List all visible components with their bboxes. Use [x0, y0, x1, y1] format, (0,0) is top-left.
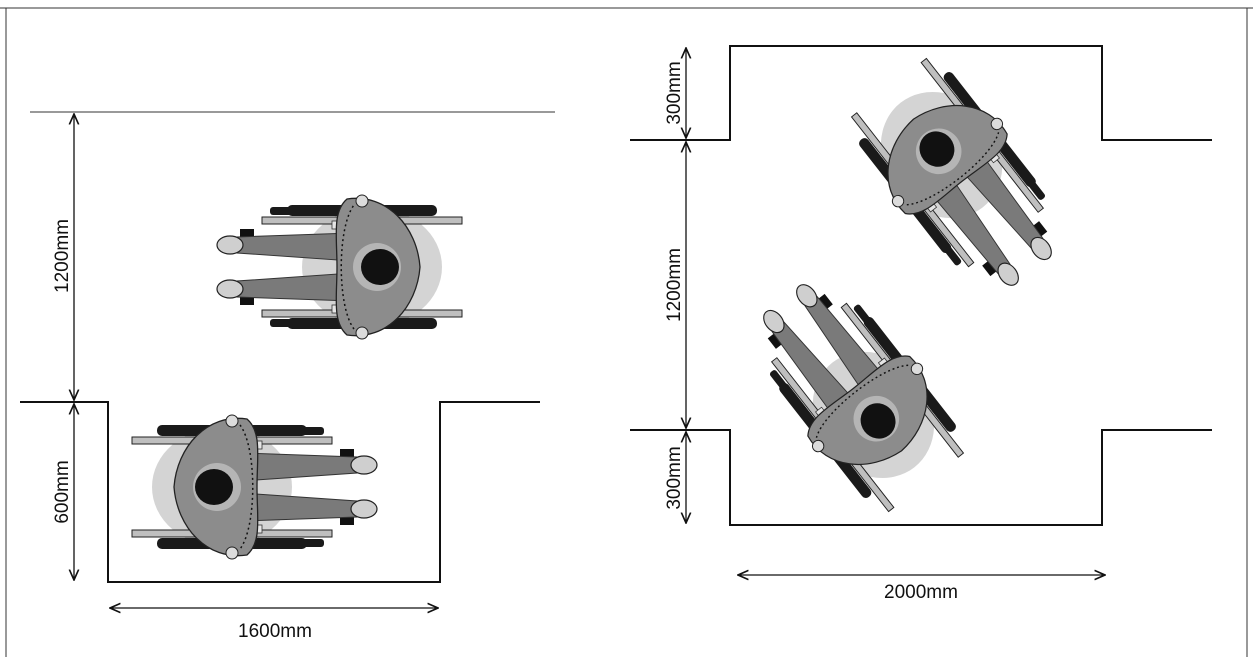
- left-recess-wall: [20, 401, 540, 583]
- right-dim-300-top-label: 300mm: [664, 61, 685, 124]
- left-dim-1200-label: 1200mm: [52, 219, 73, 293]
- right-panel: 300mm 1200mm 300mm 2000mm: [630, 44, 1212, 603]
- right-bottom-wall: [630, 429, 1212, 526]
- wheelchair-user-icon: [131, 414, 378, 560]
- left-dim-600-label: 600mm: [52, 460, 73, 523]
- left-panel: 1200mm 600mm 1600mm: [20, 111, 555, 642]
- right-top-wall: [630, 45, 1212, 141]
- right-dim-300-bottom-label: 300mm: [664, 446, 685, 509]
- right-dim-1200-label: 1200mm: [664, 248, 685, 322]
- wheelchair-user-icon: [834, 44, 1087, 314]
- left-dim-1600-label: 1600mm: [238, 621, 312, 642]
- wheelchair-user-icon: [216, 194, 463, 340]
- wheelchair-user-icon: [728, 256, 981, 526]
- right-dim-2000-label: 2000mm: [884, 582, 958, 603]
